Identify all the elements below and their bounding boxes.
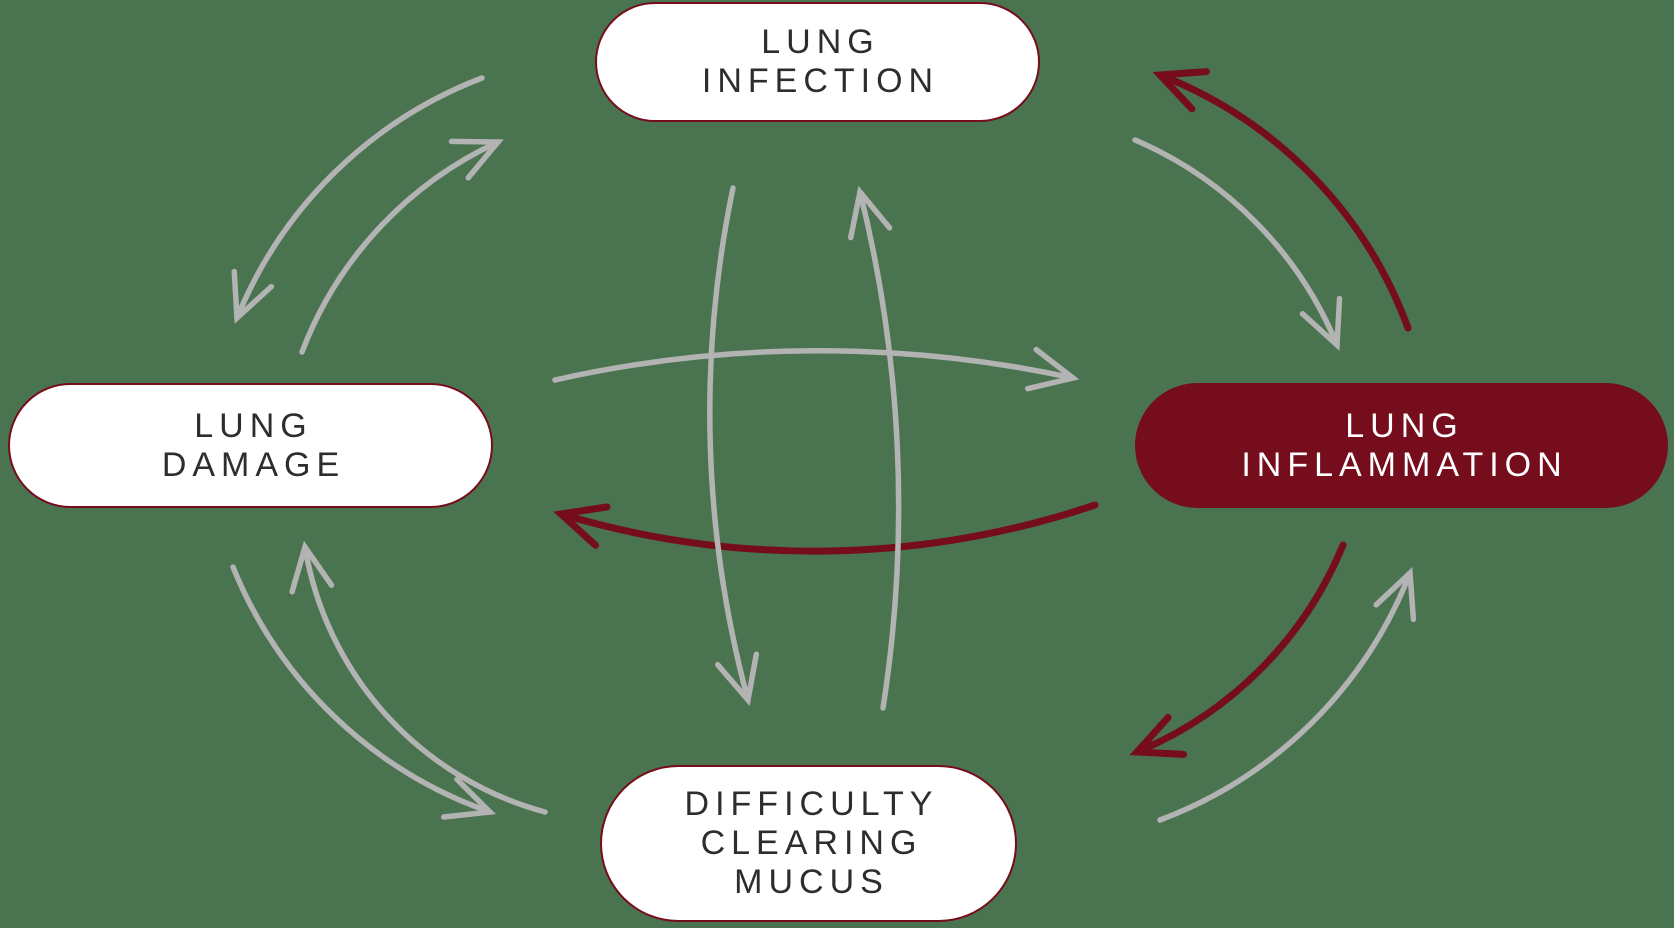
arrow-damage-to-mucus	[230, 564, 497, 820]
arrow-infection-to-mucus-center	[707, 185, 760, 707]
arrow-inflammation-to-damage-center	[553, 501, 1099, 555]
node-label-line: MUCUS	[734, 863, 889, 901]
arrow-inflammation-to-mucus	[1129, 541, 1347, 758]
arrow-damage-to-infection	[299, 138, 504, 355]
arrow-inflammation-to-infection	[1152, 68, 1412, 332]
arrow-mucus-to-infection-center	[848, 185, 902, 711]
node-label-line: INFECTION	[701, 62, 940, 100]
node-label-line: LUNG	[194, 406, 313, 445]
arrow-mucus-to-damage	[289, 540, 548, 815]
arrow-damage-to-inflammation-center	[552, 346, 1080, 392]
arrow-infection-to-inflammation	[1132, 137, 1343, 351]
node-label-line: LUNG	[1345, 406, 1464, 445]
node-lung-infection: LUNG INFECTION	[595, 2, 1040, 122]
node-label-line: INFLAMMATION	[1241, 445, 1568, 484]
node-label-line: DAMAGE	[161, 445, 346, 484]
node-lung-inflammation: LUNG INFLAMMATION	[1135, 383, 1668, 508]
node-lung-damage: LUNG DAMAGE	[8, 383, 493, 508]
arrow-mucus-to-inflammation	[1157, 567, 1417, 823]
node-label-line: DIFFICULTY	[684, 785, 939, 823]
node-difficulty-clearing-mucus: DIFFICULTY CLEARING MUCUS	[600, 765, 1017, 922]
arrow-infection-to-damage	[231, 75, 485, 324]
node-label-line: LUNG	[761, 23, 880, 61]
node-label-line: CLEARING	[700, 824, 923, 862]
